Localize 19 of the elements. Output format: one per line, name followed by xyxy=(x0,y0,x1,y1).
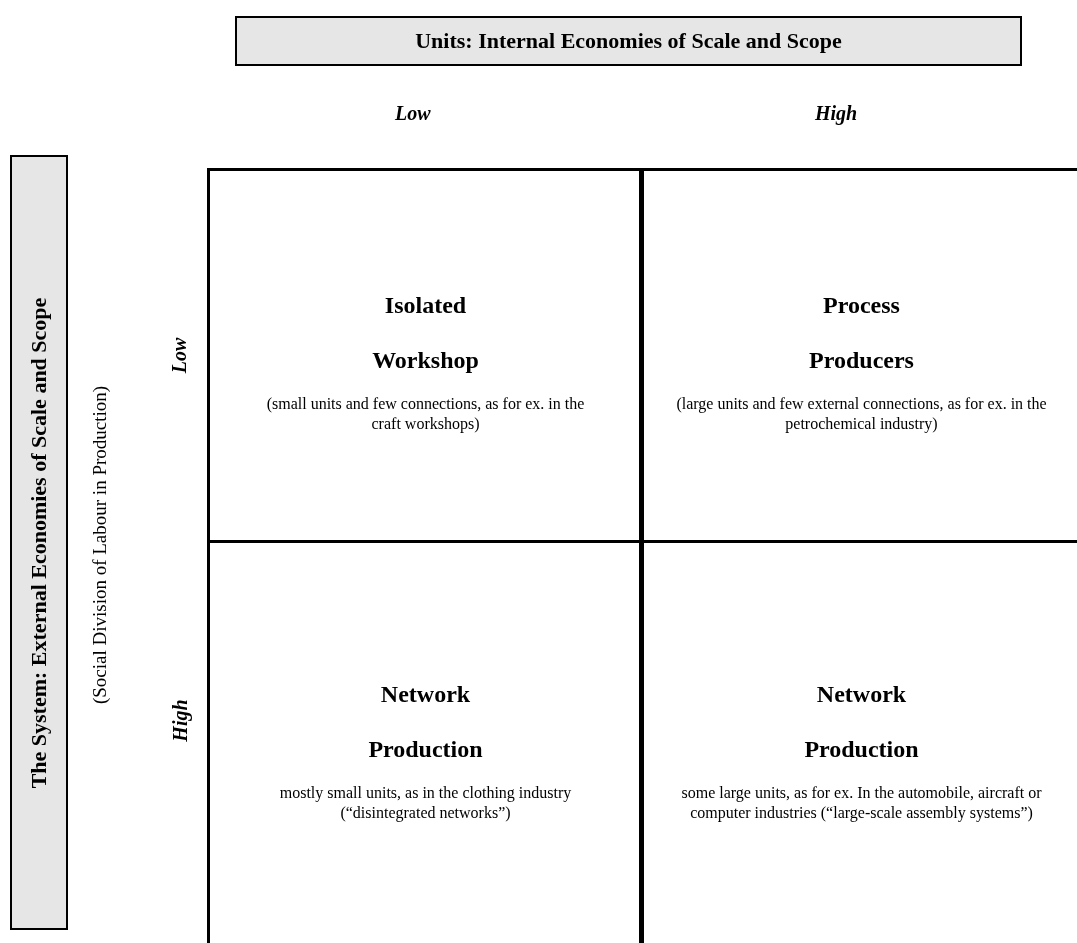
axis-label: High xyxy=(815,102,858,125)
quadrant-heading: Network Production xyxy=(367,680,484,764)
quadrant-heading: Isolated Workshop xyxy=(371,290,480,375)
quadrant-description: (small units and few connections, as for ex. in the craft workshops) xyxy=(265,393,586,434)
axis-subtitle: (Social Division of Labour in Production) xyxy=(89,385,112,705)
quadrant-description: some large units, as for ex. In the automobile, aircraft or computer industries (“large-scale assembly systems”) xyxy=(680,783,1043,823)
matrix-quadrant xyxy=(207,540,644,943)
header-box xyxy=(10,155,68,930)
quadrant-heading: Process Producers xyxy=(808,290,915,375)
matrix-quadrant xyxy=(639,168,1077,543)
axis-label: High xyxy=(168,698,192,742)
axis-label: Low xyxy=(395,102,431,125)
quadrant-description: (large units and few external connections, as for ex. in the petrochemical industry) xyxy=(675,393,1048,434)
axis-label: Low xyxy=(168,337,192,373)
quadrant-heading: Network Production xyxy=(803,680,920,764)
header-text: The System: External Economies of Scale and Scope xyxy=(26,297,52,788)
matrix-quadrant xyxy=(207,168,644,543)
header-box: Units: Internal Economies of Scale and Scope xyxy=(235,16,1022,66)
quadrant-description: mostly small units, as in the clothing industry (“disintegrated networks”) xyxy=(278,783,573,823)
